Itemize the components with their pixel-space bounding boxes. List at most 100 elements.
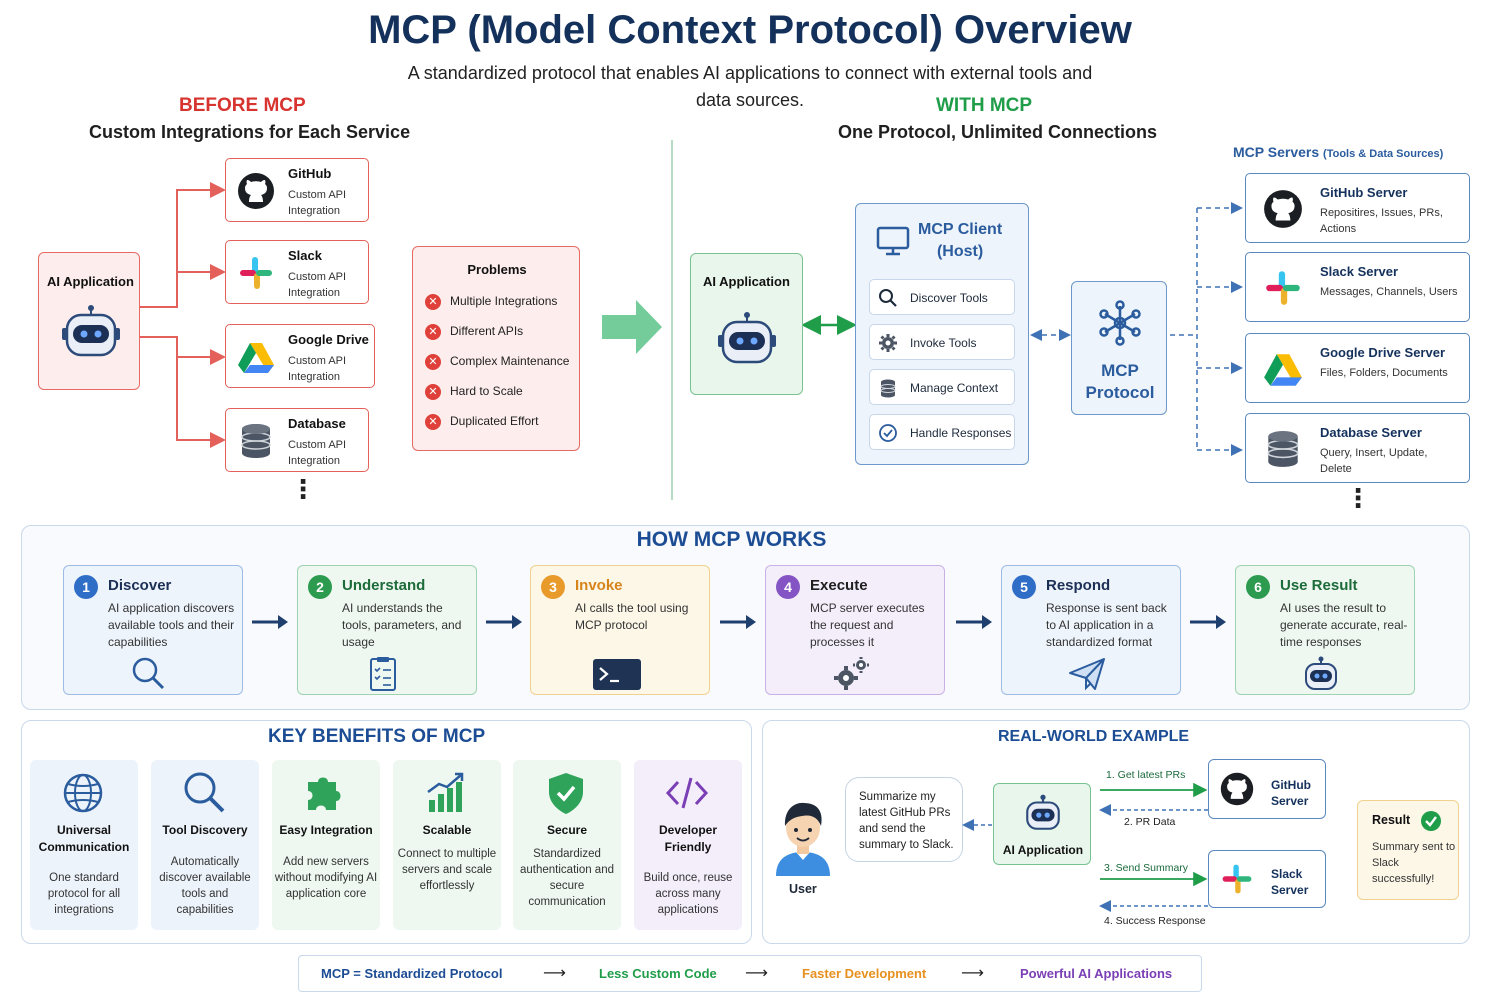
step-title: Discover bbox=[108, 577, 172, 594]
github-icon bbox=[238, 173, 274, 209]
step-number: 3 bbox=[541, 575, 565, 599]
step-arrow-icon bbox=[956, 615, 992, 629]
check-circle-icon bbox=[879, 424, 897, 442]
benefit-desc: Add new servers without modifying AI app… bbox=[274, 856, 378, 900]
before-service-google-drive: Google Drive Custom API Integration bbox=[225, 324, 375, 388]
server-desc: Repositires, Issues, PRs, Actions bbox=[1320, 207, 1443, 235]
flow-label-get-prs: 1. Get latest PRs bbox=[1106, 769, 1186, 781]
server-database: Database Server Query, Insert, Update, D… bbox=[1245, 413, 1470, 483]
x-icon: ✕ bbox=[425, 354, 441, 370]
github-icon bbox=[1264, 190, 1302, 228]
benefit-title: Developer Friendly bbox=[658, 823, 718, 854]
client-item-handle-responses: Handle Responses bbox=[869, 414, 1015, 450]
step-number: 5 bbox=[1012, 575, 1036, 599]
service-desc: Custom API Integration bbox=[288, 189, 347, 217]
mcp-client-title: MCP Client (Host) bbox=[918, 221, 1003, 260]
problem-item: ✕Different APIs bbox=[425, 324, 523, 344]
step-title: Respond bbox=[1046, 577, 1111, 594]
benefit-desc: Build once, reuse across many applicatio… bbox=[643, 872, 733, 916]
step-arrow-icon bbox=[720, 615, 756, 629]
benefit-developer-friendly: Developer Friendly Build once, reuse acr… bbox=[634, 760, 742, 930]
paper-plane-icon bbox=[1069, 658, 1105, 691]
example-connectors bbox=[962, 782, 1208, 912]
flow-label-pr-data: 2. PR Data bbox=[1124, 816, 1176, 828]
step-execute: 4 Execute MCP server executes the reques… bbox=[765, 565, 945, 695]
benefit-desc: Standardized authentication and secure c… bbox=[520, 848, 614, 908]
problems-title: Problems bbox=[467, 262, 527, 277]
arrow-right-icon: ⟶ bbox=[961, 965, 984, 982]
step-title: Understand bbox=[342, 577, 426, 594]
x-icon: ✕ bbox=[425, 414, 441, 430]
step-title: Invoke bbox=[575, 577, 623, 594]
benefit-title: Scalable bbox=[422, 823, 472, 837]
benefit-universal-communication: Universal Communication One standard pro… bbox=[30, 760, 138, 930]
step-arrow-icon bbox=[486, 615, 522, 629]
page-subtitle: A standardized protocol that enables AI … bbox=[407, 63, 1093, 110]
step-respond: 5 Respond Response is sent back to AI ap… bbox=[1001, 565, 1181, 695]
service-name: GitHub bbox=[288, 166, 332, 181]
step-desc: AI understands the tools, parameters, an… bbox=[342, 601, 462, 649]
server-name: Google Drive Server bbox=[1320, 345, 1445, 360]
server-desc: Files, Folders, Documents bbox=[1320, 367, 1448, 379]
globe-icon bbox=[63, 773, 103, 813]
problems-box: Problems ✕Multiple Integrations ✕Differe… bbox=[412, 246, 580, 451]
search-icon bbox=[132, 657, 165, 690]
x-icon: ✕ bbox=[425, 294, 441, 310]
benefit-title: Easy Integration bbox=[279, 823, 373, 837]
step-invoke: 3 Invoke AI calls the tool using MCP pro… bbox=[530, 565, 710, 695]
before-ai-application: AI Application bbox=[38, 252, 140, 390]
bar-chart-icon bbox=[427, 772, 464, 812]
before-service-github: GitHub Custom API Integration bbox=[225, 158, 369, 222]
problem-item: ✕Multiple Integrations bbox=[425, 294, 557, 314]
key-benefits-panel bbox=[21, 720, 752, 944]
example-ai-application: AI Application bbox=[993, 783, 1091, 865]
step-desc: AI uses the result to generate accurate,… bbox=[1280, 601, 1408, 649]
user-request-bubble: Summarize my latest GitHub PRs and send … bbox=[845, 777, 963, 862]
step-discover: 1 Discover AI application discovers avai… bbox=[63, 565, 243, 695]
user-avatar-icon bbox=[776, 802, 830, 876]
server-name: Slack Server bbox=[1320, 264, 1399, 279]
before-subheading: Custom Integrations for Each Service bbox=[89, 122, 411, 142]
slack-icon bbox=[1222, 864, 1252, 894]
step-number: 4 bbox=[776, 575, 800, 599]
footer-item: Faster Development bbox=[802, 966, 927, 981]
server-github: GitHub Server Repositires, Issues, PRs, … bbox=[1245, 173, 1470, 243]
robot-icon bbox=[1026, 794, 1060, 830]
more-services-ellipsis: ⋮ bbox=[290, 474, 316, 504]
how-mcp-works-panel bbox=[21, 525, 1470, 710]
shield-icon bbox=[549, 773, 583, 814]
step-desc: MCP server executes the request and proc… bbox=[810, 601, 925, 649]
database-icon bbox=[1267, 431, 1299, 467]
x-icon: ✕ bbox=[425, 384, 441, 400]
step-desc: AI calls the tool using MCP protocol bbox=[575, 601, 689, 632]
x-icon: ✕ bbox=[425, 324, 441, 340]
page-title: MCP (Model Context Protocol) Overview bbox=[368, 8, 1132, 52]
step-title: Use Result bbox=[1280, 577, 1358, 594]
database-icon bbox=[880, 379, 896, 398]
check-circle-icon bbox=[1421, 811, 1441, 831]
robot-icon bbox=[1305, 656, 1337, 690]
result-desc: Summary sent to Slack successfully! bbox=[1372, 841, 1456, 885]
search-icon bbox=[879, 289, 897, 307]
puzzle-icon bbox=[308, 777, 341, 810]
server-desc: Messages, Channels, Users bbox=[1320, 286, 1458, 298]
server-desc: Query, Insert, Update, Delete bbox=[1320, 447, 1428, 475]
footer-summary-bar: MCP = Standardized Protocol ⟶ Less Custo… bbox=[298, 955, 1202, 992]
benefit-title: Universal Communication bbox=[38, 823, 130, 854]
gears-icon bbox=[834, 657, 869, 690]
ai-application-label: AI Application bbox=[703, 274, 790, 289]
arrow-right-icon: ⟶ bbox=[745, 965, 768, 982]
before-service-database: Database Custom API Integration bbox=[225, 408, 369, 472]
step-arrow-icon bbox=[252, 615, 288, 629]
with-subheading: One Protocol, Unlimited Connections bbox=[838, 122, 1158, 142]
how-mcp-works-title: HOW MCP WORKS bbox=[636, 528, 827, 551]
benefit-tool-discovery: Tool Discovery Automatically discover av… bbox=[151, 760, 259, 930]
more-servers-ellipsis: ⋮ bbox=[1345, 483, 1371, 513]
step-number: 6 bbox=[1246, 575, 1270, 599]
client-item-invoke-tools: Invoke Tools bbox=[869, 324, 1015, 360]
server-name: Database Server bbox=[1320, 425, 1422, 440]
terminal-icon bbox=[593, 659, 641, 690]
robot-icon bbox=[62, 305, 120, 357]
